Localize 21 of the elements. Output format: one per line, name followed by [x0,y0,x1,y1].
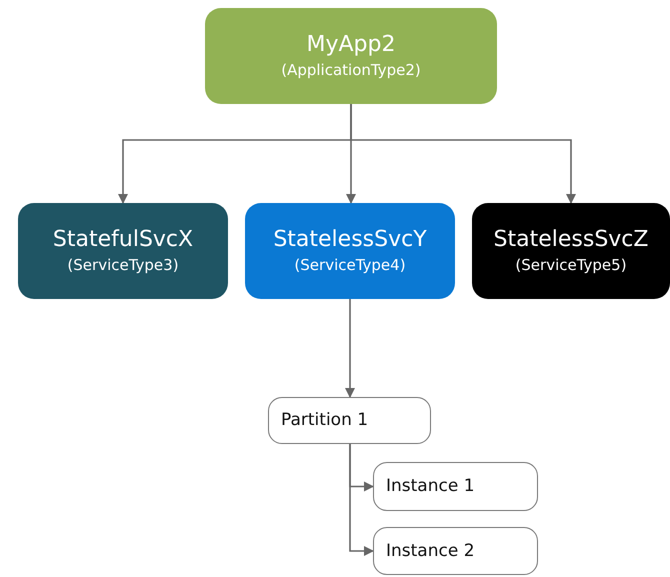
item-box [268,397,431,444]
node-subtitle: (ServiceType3) [67,254,179,276]
connector-arrow [350,104,576,204]
node-title: StatelessSvcY [273,226,427,254]
node-title: MyApp2 [306,31,396,60]
node-title: StatefulSvcX [52,226,194,254]
service-box [205,8,497,104]
node-title: Instance 1 [386,475,475,498]
item-box [373,462,538,511]
node-subtitle: (ApplicationType2) [281,60,421,81]
node-subtitle: (ServiceType4) [294,254,406,276]
connector-arrow [345,299,355,398]
service-box [245,203,455,299]
node-title: StatelessSvcZ [494,226,648,254]
item-box [373,527,538,575]
node-title: Instance 2 [386,540,475,562]
service-box [18,203,228,299]
connector-arrow [349,444,374,556]
node-title: Partition 1 [281,409,368,432]
node-subtitle: (ServiceType5) [515,254,627,276]
service-box [472,203,670,299]
